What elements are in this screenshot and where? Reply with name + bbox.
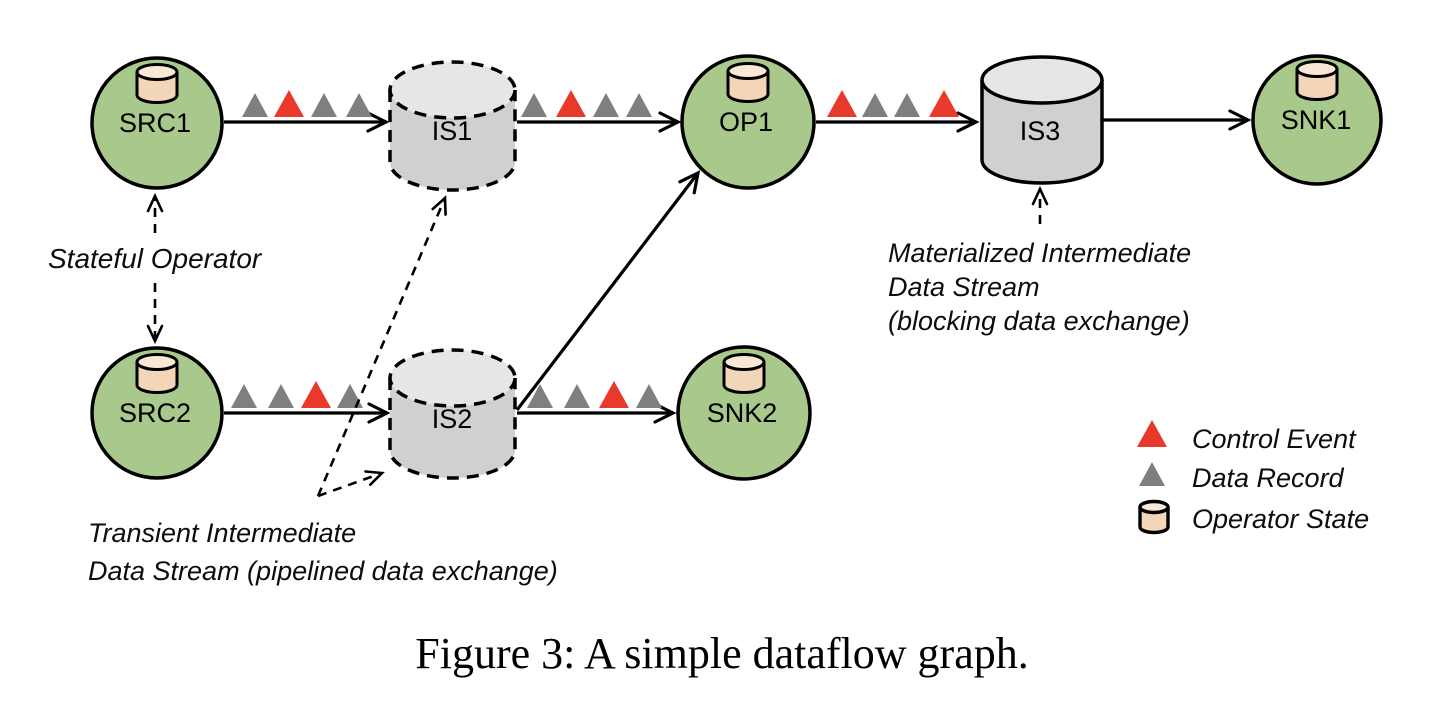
data-record-triangle: [894, 93, 920, 117]
legend-row-data-record: Data Record: [1139, 462, 1345, 493]
stateful-operator-label: Stateful Operator: [48, 243, 263, 274]
svg-text:Data Stream: Data Stream: [888, 272, 1040, 302]
transient-arrow-to-is2: [317, 470, 385, 498]
operator-circle: [90, 56, 224, 190]
operator-circle: [90, 346, 224, 480]
svg-text:Data Stream (pipelined data ex: Data Stream (pipelined data exchange): [88, 556, 558, 586]
node-op1: OP1: [680, 54, 816, 190]
materialized-stream-label: Materialized Intermediate Data Stream (b…: [888, 238, 1191, 336]
node-is2: IS2: [388, 348, 517, 480]
data-record-triangle: [521, 93, 547, 117]
node-src1: SRC1: [90, 56, 224, 190]
edge-is2-op1: [515, 170, 701, 411]
control-event-triangle: [301, 381, 331, 408]
node-snk1: SNK1: [1251, 54, 1383, 186]
node-label-is3: IS3: [1020, 116, 1061, 146]
control-event-triangle: [274, 90, 304, 117]
node-label-op1: OP1: [719, 107, 773, 137]
svg-text:Materialized Intermediate: Materialized Intermediate: [888, 238, 1191, 268]
legend-label-data-record: Data Record: [1192, 463, 1345, 493]
node-label-src2: SRC2: [119, 398, 191, 428]
operator-state-icon: [135, 63, 179, 104]
operator-circle: [1251, 54, 1383, 186]
transient-stream-label: Transient Intermediate Data Stream (pipe…: [88, 518, 558, 586]
operator-circle: [680, 54, 816, 190]
data-record-triangle: [346, 93, 372, 117]
node-is1: IS1: [388, 60, 517, 192]
annotation-arrows: [146, 185, 1049, 498]
control-event-triangle: [599, 381, 629, 408]
stream-cylinder-top: [388, 348, 517, 408]
node-label-snk2: SNK2: [707, 398, 778, 428]
operator-state-icon: [1295, 60, 1339, 101]
figure-caption: Figure 3: A simple dataflow graph.: [415, 629, 1028, 678]
data-record-triangle: [1139, 462, 1165, 486]
legend-row-operator-state: Operator State: [1138, 499, 1369, 535]
control-event-triangle: [556, 90, 586, 117]
data-record-triangle: [636, 384, 662, 408]
operator-state-cylinder-icon: [1138, 499, 1170, 535]
svg-text:Transient Intermediate: Transient Intermediate: [88, 518, 356, 548]
svg-text:(blocking data exchange): (blocking data exchange): [888, 306, 1190, 336]
node-src2: SRC2: [90, 346, 224, 480]
data-record-triangle: [564, 384, 590, 408]
marker-row-is2-snk2: [527, 381, 662, 408]
control-event-triangle: [1137, 420, 1167, 447]
node-snk2: SNK2: [676, 345, 812, 481]
node-label-src1: SRC1: [119, 108, 191, 138]
node-label-is1: IS1: [432, 116, 473, 146]
data-record-triangle: [311, 93, 337, 117]
data-record-triangle: [337, 384, 363, 408]
stream-cylinder-top: [980, 55, 1104, 105]
data-record-triangle: [242, 93, 268, 117]
marker-row-op1-is3: [827, 90, 959, 117]
legend-label-operator-state: Operator State: [1192, 504, 1369, 534]
stream-cylinder-top: [388, 60, 517, 120]
edges: [224, 109, 1252, 424]
node-label-is2: IS2: [432, 404, 473, 434]
data-record-triangle: [527, 384, 553, 408]
marker-row-src1-is1: [242, 90, 372, 117]
transient-arrow-to-is1: [316, 195, 447, 497]
operator-state-icon: [722, 353, 766, 394]
data-record-triangle: [862, 93, 888, 117]
legend-row-control-event: Control Event: [1137, 420, 1357, 454]
data-record-triangle: [268, 384, 294, 408]
control-event-triangle: [929, 90, 959, 117]
operator-state-icon: [726, 62, 770, 103]
control-event-triangle: [827, 90, 857, 117]
node-is3: IS3: [980, 55, 1104, 185]
operator-state-icon: [135, 353, 179, 394]
legend: Control Event Data Record Operator State: [1137, 420, 1369, 535]
stream-cylinder-body: [980, 80, 1104, 185]
marker-row-is1-op1: [521, 90, 652, 117]
operator-circle: [676, 345, 812, 481]
marker-row-src2-is2: [231, 381, 363, 408]
data-record-triangle: [626, 93, 652, 117]
legend-label-control-event: Control Event: [1192, 424, 1357, 454]
data-record-triangle: [231, 384, 257, 408]
node-label-snk1: SNK1: [1281, 105, 1352, 135]
data-record-triangle: [593, 93, 619, 117]
